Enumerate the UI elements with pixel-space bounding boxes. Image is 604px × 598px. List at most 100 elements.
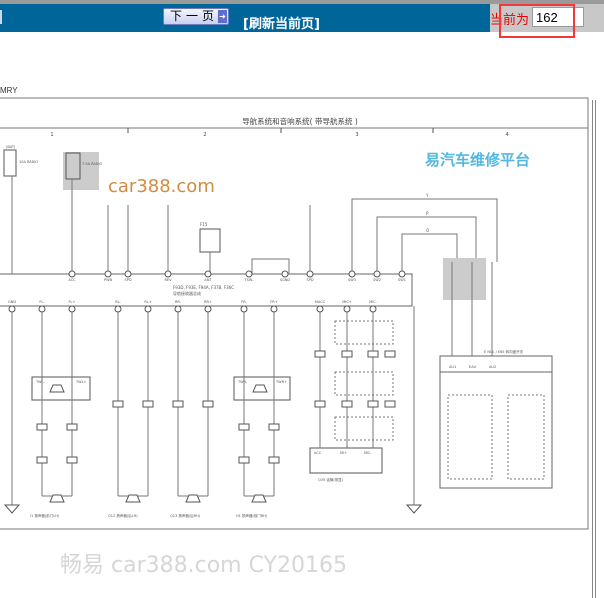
- prev-button-edge[interactable]: [0, 10, 2, 24]
- speaker-label: Q12 扬声器(后LH): [108, 513, 138, 518]
- top-pin-connector: [398, 270, 406, 278]
- inline-connector: [112, 400, 124, 408]
- watermark-car388: car388.com: [108, 176, 215, 197]
- top-pin-connector: [204, 270, 212, 278]
- refresh-page-link[interactable]: [刷新当前页]: [243, 17, 320, 32]
- diagram-border: [0, 97, 589, 530]
- fuse1-label: 10A RADIO: [19, 160, 38, 164]
- top-pin-label: SGND: [280, 278, 291, 282]
- speaker-label: I1 扬声器(前门LH): [30, 513, 60, 518]
- fuse-radio: [65, 152, 81, 180]
- bottom-pin-connector: [343, 305, 351, 313]
- inline-connector: [142, 400, 154, 408]
- diagram-title: 导航系统和音响系统( 带导航系统 ): [242, 116, 358, 126]
- bottom-pin-label: GND: [8, 300, 16, 304]
- switch-pin: AU2: [489, 365, 496, 369]
- top-pin-connector: [306, 270, 314, 278]
- fuse2-label: 7.5A RADIO: [82, 162, 102, 166]
- bottom-pin-label: RR+: [204, 300, 212, 304]
- tweeter-icon: [252, 384, 268, 393]
- bottom-pin-label: MACC: [315, 300, 326, 304]
- bottom-pin-label: FL-: [39, 300, 45, 304]
- mic-name: Q35 话筒(带显): [318, 477, 344, 482]
- inline-connector: [36, 423, 48, 431]
- top-pin-label: SPD: [124, 278, 131, 282]
- tweeter-pin: TWR-: [237, 380, 248, 384]
- switch-pin: EAU: [469, 365, 477, 369]
- bottom-pin-label: RL+: [144, 300, 151, 304]
- tweeter-pin: TWR+: [275, 380, 287, 384]
- speaker-label: H1 扬声器(前门RH): [236, 513, 268, 518]
- inline-connector: [268, 456, 280, 464]
- top-pin-connector: [373, 270, 381, 278]
- inline-connector: [202, 400, 214, 408]
- bottom-pin-label: MIC+: [342, 300, 351, 304]
- top-pin-label: SPD: [306, 278, 313, 282]
- speaker-label: Q13 扬声器(后RH): [170, 513, 201, 518]
- mic-pin: MIC-: [364, 451, 372, 455]
- top-pin-connector: [281, 270, 289, 278]
- antenna-box: [199, 228, 221, 253]
- switch-pin: AU1: [449, 365, 456, 369]
- watermark-platform: 易汽车维修平台: [425, 151, 530, 169]
- top-pin-label: ACC: [68, 278, 76, 282]
- inline-connector: [66, 456, 78, 464]
- model-label: MRY: [0, 86, 18, 95]
- bottom-pin-connector: [270, 305, 278, 313]
- arrow-right-icon: ➜: [218, 10, 227, 23]
- inline-connector: [384, 400, 396, 408]
- column-number: 2: [203, 132, 206, 138]
- top-pin-label: SW1: [398, 278, 406, 282]
- inline-connector: [314, 400, 326, 408]
- top-pin-connector: [124, 270, 132, 278]
- wire-p: P: [426, 211, 429, 216]
- bottom-pin-connector: [114, 305, 122, 313]
- bottom-pin-label: RR-: [175, 300, 182, 304]
- inline-connector: [341, 350, 353, 358]
- bottom-pin-connector: [38, 305, 46, 313]
- bottom-pin-connector: [144, 305, 152, 313]
- watermark-cy: 畅易 car388.com CY20165: [60, 553, 347, 578]
- connector-grey-block: [443, 258, 486, 300]
- top-pin-label: REV: [164, 278, 172, 282]
- bottom-pin-label: FR+: [270, 300, 277, 304]
- switch-module-label: E NUL / E65 转向盘开关: [484, 349, 524, 354]
- top-pin-label: PWB: [104, 278, 113, 282]
- bottom-pin-connector: [316, 305, 324, 313]
- bottom-pin-label: MIC-: [369, 300, 377, 304]
- inline-connector: [66, 423, 78, 431]
- column-number: 4: [505, 132, 508, 138]
- top-pin-connector: [104, 270, 112, 278]
- scrollbar[interactable]: [592, 100, 596, 598]
- fuse-radio-area: [63, 152, 99, 190]
- steering-switch-box: [439, 371, 553, 489]
- inline-connector: [238, 456, 250, 464]
- bottom-pin-connector: [174, 305, 182, 313]
- column-number: 1: [50, 132, 53, 138]
- next-page-label: 下一页: [170, 9, 219, 23]
- fuse-bat-label: (BAT): [6, 145, 16, 149]
- tweeter-left: [31, 376, 91, 401]
- wire-y: Y: [425, 193, 429, 198]
- bottom-pin-connector: [68, 305, 76, 313]
- top-pin-connector: [68, 270, 76, 278]
- top-pin-label: SW2: [373, 278, 381, 282]
- page-number-input[interactable]: [532, 7, 584, 27]
- microphone-box: [309, 447, 383, 474]
- top-pin-label: SW3: [348, 278, 356, 282]
- top-strip: [0, 0, 604, 4]
- ground-icon: [3, 504, 423, 514]
- speaker-icon: [185, 494, 201, 503]
- bottom-pin-label: RL-: [115, 300, 121, 304]
- ecu-name: 导航接收器总成: [173, 290, 201, 296]
- inline-connector: [367, 400, 379, 408]
- bottom-pin-connector: [369, 305, 377, 313]
- mic-pin: MI+: [340, 451, 347, 455]
- inline-connector: [238, 423, 250, 431]
- top-pin-connector: [164, 270, 172, 278]
- tweeter-pin: TWL-: [35, 380, 45, 384]
- next-page-button[interactable]: 下一页➜: [163, 8, 229, 25]
- tweeter-right: [233, 376, 291, 401]
- inline-connector: [384, 350, 396, 358]
- mic-pin: ACC: [314, 451, 322, 455]
